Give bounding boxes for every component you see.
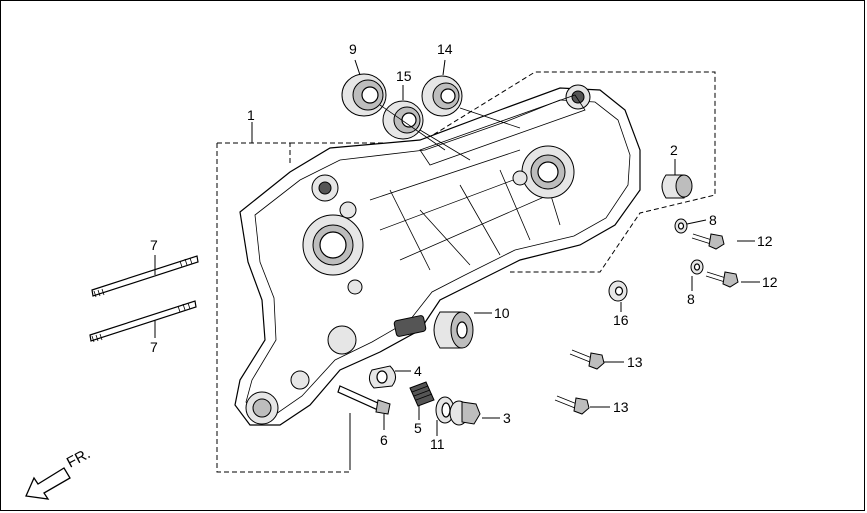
callout-7b: 7	[150, 339, 158, 355]
callout-8a: 8	[709, 212, 717, 228]
callout-9: 9	[349, 41, 357, 57]
callout-10: 10	[494, 305, 510, 321]
bushing-2	[661, 174, 693, 199]
callout-5: 5	[414, 420, 422, 436]
roller-10	[433, 311, 474, 349]
bolt-13b	[554, 395, 590, 415]
bolt-12b	[705, 271, 739, 288]
bearing-15	[382, 100, 424, 140]
spring-5	[409, 381, 435, 407]
washer-16	[608, 280, 628, 302]
callout-8b: 8	[687, 291, 695, 307]
callout-13a: 13	[627, 354, 643, 370]
callout-3: 3	[503, 410, 511, 426]
callout-labels: 1 2 3 4 5 6 7 7 8 8 9 10 11 12 12 13 13 …	[150, 41, 778, 452]
callout-7a: 7	[150, 237, 158, 253]
stud-7a	[91, 255, 199, 298]
front-direction-indicator: FR.	[25, 445, 93, 500]
callout-12b: 12	[762, 274, 778, 290]
washer-8a	[674, 218, 688, 234]
pin-6	[337, 385, 391, 415]
plug-3	[449, 400, 481, 426]
left-crankcase-cover	[234, 84, 641, 426]
callout-13b: 13	[613, 399, 629, 415]
callout-2: 2	[670, 142, 678, 158]
washer-8b	[690, 259, 704, 275]
callout-4: 4	[414, 363, 422, 379]
callout-15: 15	[396, 68, 412, 84]
callout-14: 14	[437, 41, 453, 57]
callout-12a: 12	[757, 233, 773, 249]
cap-4	[368, 365, 396, 389]
stud-7b	[89, 300, 197, 343]
bolt-12a	[691, 233, 725, 250]
callout-16: 16	[613, 312, 629, 328]
bearing-14	[421, 75, 463, 117]
front-arrow-icon	[25, 467, 71, 500]
callout-6: 6	[380, 432, 388, 448]
leader-lines	[154, 59, 760, 436]
callout-1: 1	[247, 107, 255, 123]
front-direction-label: FR.	[64, 445, 93, 471]
o-ring-11	[435, 396, 455, 424]
crankcase-group-boundary	[216, 71, 716, 473]
callout-11: 11	[430, 436, 445, 452]
bolt-13a	[569, 349, 605, 370]
bearing-9	[341, 73, 387, 117]
